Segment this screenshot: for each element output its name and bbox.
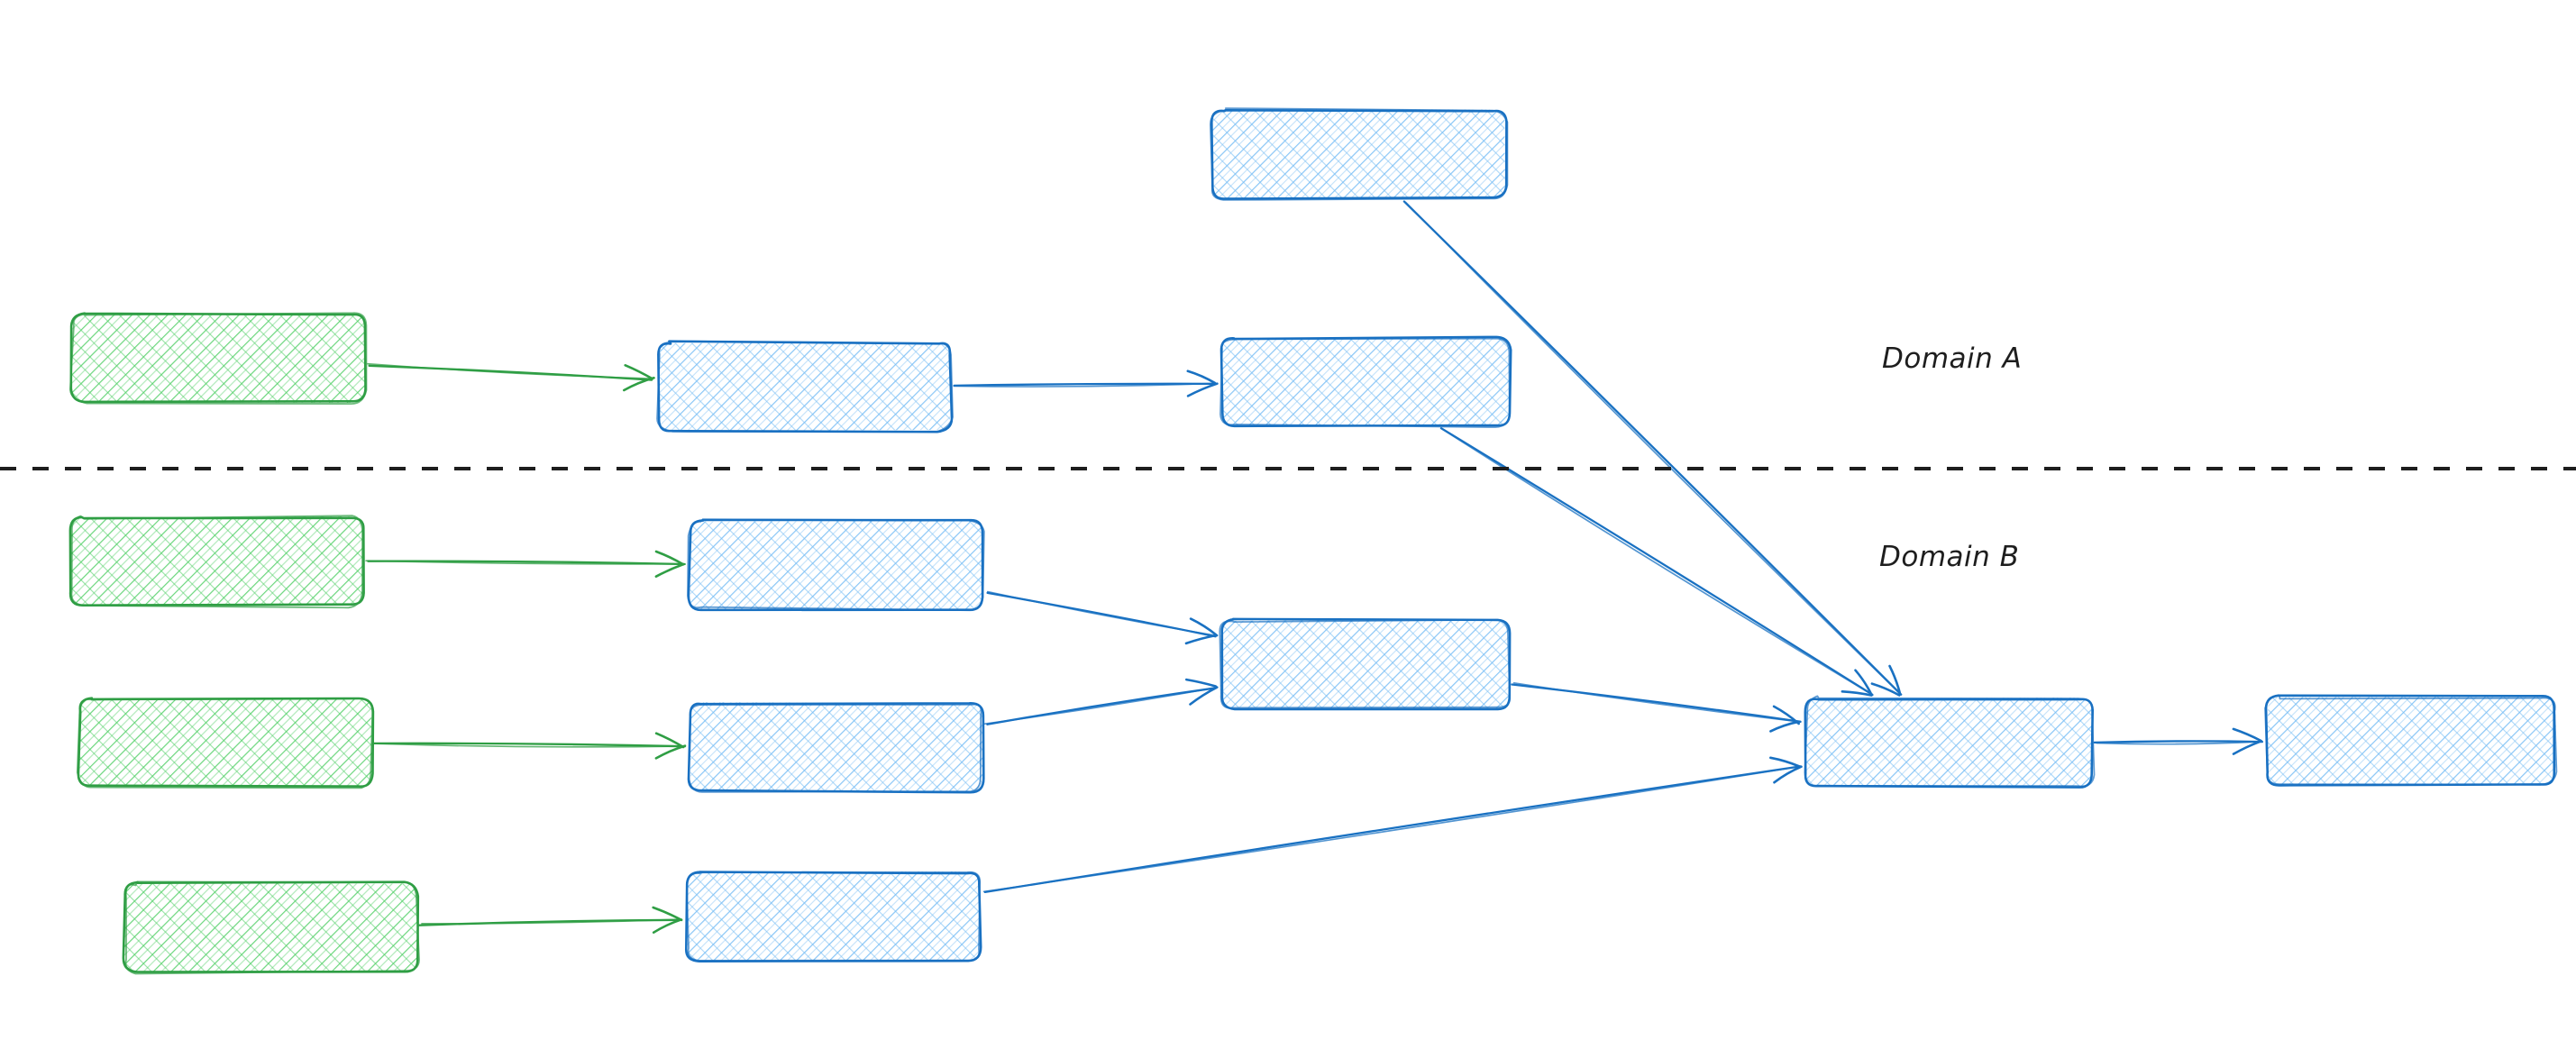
node-hitbox-a-blue-2[interactable]: [1221, 338, 1510, 426]
edge-b-blue-1-to-b-blue-merge1: [986, 590, 1219, 645]
edge-a-blue-top-to-b-blue-merge2: [1402, 200, 1903, 697]
node-hitbox-b-blue-3[interactable]: [687, 872, 980, 961]
edge-b-blue-merge2-to-b-blue-final: [2093, 727, 2264, 755]
edge-a-blue-2-to-b-blue-merge2: [1439, 427, 1874, 697]
edge-a-green-1-to-a-blue-1: [367, 362, 655, 392]
node-b-blue-2[interactable]: [687, 702, 985, 794]
node-hitbox-b-blue-1[interactable]: [690, 521, 982, 609]
node-b-green-2[interactable]: [76, 697, 375, 789]
node-hitbox-b-blue-merge2[interactable]: [1805, 698, 2092, 787]
edge-b-green-2-to-b-blue-2: [373, 732, 687, 760]
edge-b-green-3-to-b-blue-3: [418, 906, 683, 934]
nodes-layer: [69, 107, 2558, 975]
node-hitbox-b-green-2[interactable]: [79, 698, 372, 787]
node-b-green-1[interactable]: [69, 515, 365, 609]
edges-layer: [365, 200, 2264, 934]
node-hitbox-a-blue-top[interactable]: [1212, 110, 1505, 198]
node-hitbox-b-green-1[interactable]: [70, 517, 363, 606]
node-hitbox-a-blue-1[interactable]: [658, 342, 951, 431]
domain-b-label: Domain B: [1879, 541, 2020, 573]
edge-b-green-1-to-b-blue-1: [365, 550, 686, 578]
edge-b-blue-2-to-b-blue-merge1: [983, 678, 1219, 725]
domain-a-label: Domain A: [1882, 342, 2023, 375]
node-b-blue-final[interactable]: [2264, 694, 2558, 787]
node-a-blue-top[interactable]: [1209, 107, 1509, 201]
edge-b-blue-3-to-b-blue-merge2: [982, 756, 1803, 894]
node-a-blue-2[interactable]: [1219, 335, 1512, 428]
node-hitbox-b-blue-merge1[interactable]: [1221, 620, 1510, 708]
node-b-blue-1[interactable]: [687, 518, 985, 612]
edge-a-blue-1-to-a-blue-2: [953, 369, 1219, 397]
node-b-blue-3[interactable]: [684, 871, 982, 962]
node-b-blue-merge1[interactable]: [1219, 617, 1512, 711]
node-hitbox-b-blue-2[interactable]: [690, 703, 982, 791]
node-hitbox-b-green-3[interactable]: [124, 883, 417, 971]
node-hitbox-b-blue-final[interactable]: [2267, 697, 2555, 785]
node-hitbox-a-green-1[interactable]: [72, 314, 365, 402]
node-b-blue-merge2[interactable]: [1804, 695, 2096, 789]
edge-b-blue-merge1-to-b-blue-merge2: [1511, 681, 1802, 733]
node-a-blue-1[interactable]: [656, 340, 954, 433]
node-b-green-3[interactable]: [122, 880, 420, 975]
node-a-green-1[interactable]: [69, 312, 368, 405]
